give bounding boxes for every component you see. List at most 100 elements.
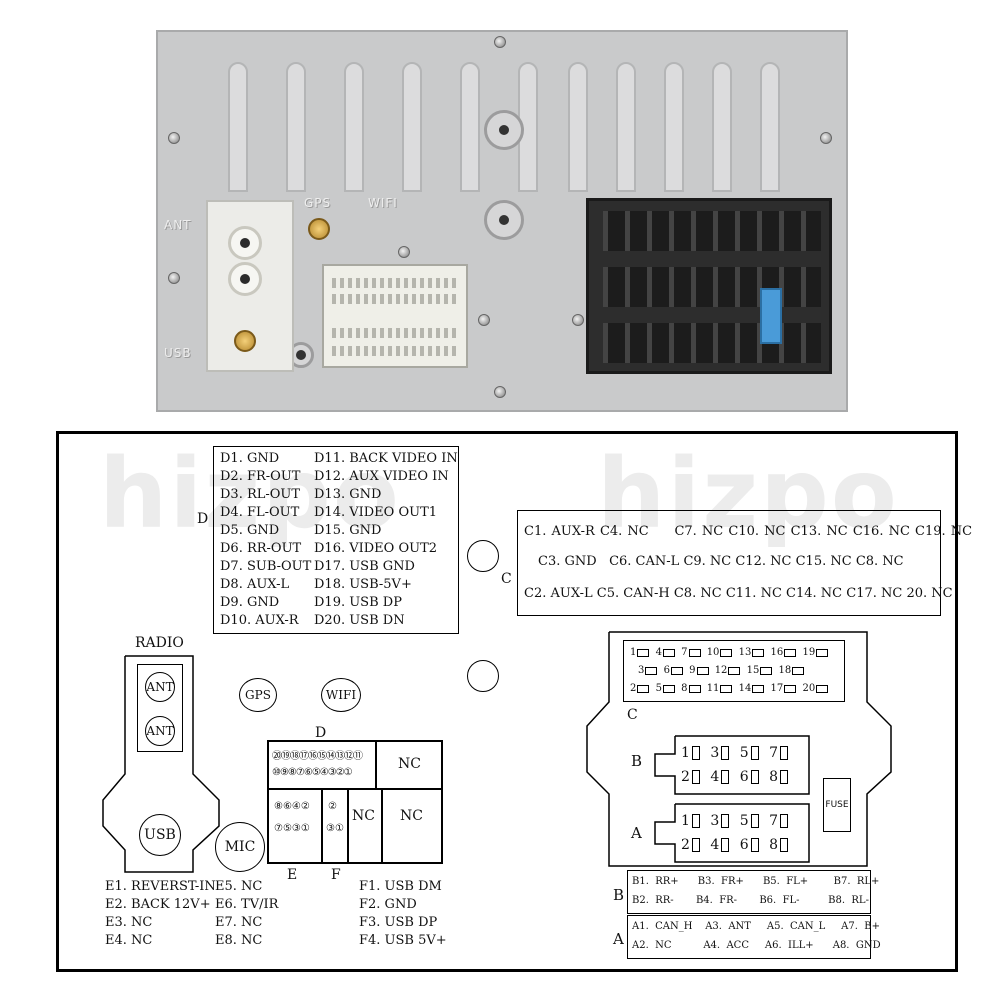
mounting-hole-icon xyxy=(467,540,499,572)
d-pin-label: D14. VIDEO OUT1 xyxy=(314,505,438,520)
f-pin-label: F3. USB DP xyxy=(359,915,438,930)
a-table-row: A1. CAN_H A3. ANT A5. CAN_L A7. B+ xyxy=(632,921,881,932)
cooling-rib xyxy=(664,62,684,192)
f-pin-label: F1. USB DM xyxy=(359,879,442,894)
d-pin-label: D15. GND xyxy=(314,523,382,538)
c-pin-label: C15. NC xyxy=(795,554,852,569)
d-pin-row-top: ⑳⑲⑱⑰⑯⑮⑭⑬⑫⑪ xyxy=(272,751,363,762)
ant-connector-icon: ANT xyxy=(145,716,175,746)
b-table-row: B2. RR- B4. FR- B6. FL- B8. RL- xyxy=(632,895,869,906)
e-pin-label: E7. NC xyxy=(215,915,263,930)
d-pin-label: D20. USB DN xyxy=(314,613,405,628)
d-pin-label: D19. USB DP xyxy=(314,595,402,610)
b-table-letter: B xyxy=(613,886,625,904)
d-pin-label: D10. AUX-R xyxy=(220,613,299,628)
c-pin-label: C13. NC xyxy=(790,524,848,539)
f-connector-cell xyxy=(322,789,348,863)
a-block-row1: 1 3 5 7 xyxy=(681,812,794,830)
c-pin-label: C4. NC xyxy=(599,524,649,539)
nc-label: NC xyxy=(398,756,421,772)
screw-icon xyxy=(494,36,506,48)
e-pin-label: E2. BACK 12V+ xyxy=(105,897,211,912)
radio-title: RADIO xyxy=(135,635,184,651)
harness-e-letter: E xyxy=(287,867,298,883)
f-pin-label: F2. GND xyxy=(359,897,417,912)
c-pin-label: C6. CAN-L xyxy=(609,554,680,569)
b-block-row2: 2 4 6 8 xyxy=(681,768,794,786)
e-connector-cell xyxy=(268,789,322,863)
wifi-engraved-label: WIFI xyxy=(368,196,398,210)
d-pin-row-bottom: ⑩⑨⑧⑦⑥⑤④③②① xyxy=(272,767,353,778)
c-connector-row3: 2 5 8 11 14 17 20 xyxy=(630,683,831,694)
c-pin-label: C8. NC xyxy=(855,554,904,569)
d-pin-label: D3. RL-OUT xyxy=(220,487,301,502)
b-pin-table: B1. RR+ B3. FR+ B5. FL+ B7. RL+ B2. RR- … xyxy=(627,870,879,914)
iso-outline xyxy=(586,631,892,867)
pin-row xyxy=(332,294,458,304)
nc-cell xyxy=(376,741,442,789)
mounting-hole-icon xyxy=(467,660,499,692)
cooling-rib xyxy=(344,62,364,192)
ant-connector-icon: ANT xyxy=(145,672,175,702)
c-pin-label: C2. AUX-L xyxy=(524,586,593,601)
harness-d-letter: D xyxy=(315,725,327,741)
usb-connector-icon: USB xyxy=(139,814,181,856)
c-pin-label: C12. NC xyxy=(735,554,792,569)
d-pin-label: D5. GND xyxy=(220,523,280,538)
c-pin-label: C11. NC xyxy=(725,586,782,601)
b-block-row1: 1 3 5 7 xyxy=(681,744,794,762)
c-row-1: C1. AUX-R C4. NC C7. NC C10. NC C13. NC … xyxy=(524,523,972,541)
c-row-3: C2. AUX-L C5. CAN-H C8. NC C11. NC C14. … xyxy=(524,585,953,603)
harness-f-letter: F xyxy=(331,867,341,883)
e-list-2: E5. NC E6. TV/IR E7. NC E8. NC xyxy=(215,878,278,950)
a-pin-table: A1. CAN_H A3. ANT A5. CAN_L A7. B+ A2. N… xyxy=(627,915,881,959)
cooling-rib xyxy=(568,62,588,192)
c-connector-row2: 3 6 9 12 15 18 xyxy=(638,665,807,676)
d-pin-label: D16. VIDEO OUT2 xyxy=(314,541,438,556)
gps-connector-icon: GPS xyxy=(239,678,277,712)
iso-connector-block xyxy=(586,198,832,374)
screw-icon xyxy=(494,386,506,398)
wiring-diagram: hizpo hizpo D D1. GND D2. FR-OUT D3. RL-… xyxy=(56,431,972,972)
e-list-1: E1. REVERST-IN E2. BACK 12V+ E3. NC E4. … xyxy=(105,878,216,950)
b-table-row: B1. RR+ B3. FR+ B5. FL+ B7. RL+ xyxy=(632,876,880,887)
a-block-letter: A xyxy=(631,824,642,842)
radio-back-panel-photo: ANT USB GPS WIFI xyxy=(156,30,848,412)
nc-cell xyxy=(382,789,442,863)
ant-block xyxy=(137,664,183,752)
pin-row xyxy=(603,323,821,363)
c-pin-label: C19. NC xyxy=(915,524,973,539)
watermark: hizpo xyxy=(597,438,899,550)
wifi-connector-icon: WIFI xyxy=(321,678,361,712)
fuse-icon xyxy=(760,288,782,344)
d-pin-label: D1. GND xyxy=(220,451,280,466)
e-pin-label: E5. NC xyxy=(215,879,263,894)
usb-connector-icon xyxy=(234,330,256,352)
c-pin-label: C5. CAN-H xyxy=(596,586,670,601)
f-pin-row-bottom: ③① xyxy=(326,823,344,834)
f-pin-label: F4. USB 5V+ xyxy=(359,933,447,948)
d-pin-label: D2. FR-OUT xyxy=(220,469,301,484)
b-connector-outline xyxy=(654,735,810,795)
c-pin-label: C16. NC xyxy=(852,524,910,539)
e-pin-row-bottom: ⑦⑤③① xyxy=(274,823,310,834)
d-pin-label: D11. BACK VIDEO IN xyxy=(314,451,458,466)
harness-connector: ⑳⑲⑱⑰⑯⑮⑭⑬⑫⑪ ⑩⑨⑧⑦⑥⑤④③②① NC ⑧⑥④② ⑦⑤③① ② ③① … xyxy=(267,740,443,864)
c-connector-row1: 1 4 7 10 13 16 19 xyxy=(630,647,831,658)
f-pin-row-top: ② xyxy=(328,801,337,812)
a-table-row: A2. NC A4. ACC A6. ILL+ A8. GND xyxy=(632,940,881,951)
cooling-rib xyxy=(712,62,732,192)
d-pin-label: D12. AUX VIDEO IN xyxy=(314,469,449,484)
cooling-rib xyxy=(460,62,480,192)
d-pin-table: D1. GND D2. FR-OUT D3. RL-OUT D4. FL-OUT… xyxy=(213,446,459,634)
f-list: F1. USB DM F2. GND F3. USB DP F4. USB 5V… xyxy=(359,878,447,950)
screw-icon xyxy=(168,132,180,144)
pin-row xyxy=(332,346,458,356)
cooling-rib xyxy=(616,62,636,192)
mic-jack-icon: MIC xyxy=(215,822,265,872)
c-pin-label: C3. GND xyxy=(538,554,597,569)
c-pin-label: C1. AUX-R xyxy=(524,524,595,539)
c-section-letter: C xyxy=(501,571,512,587)
c-pin-label: C7. NC xyxy=(674,524,724,539)
d-pin-label: D4. FL-OUT xyxy=(220,505,300,520)
